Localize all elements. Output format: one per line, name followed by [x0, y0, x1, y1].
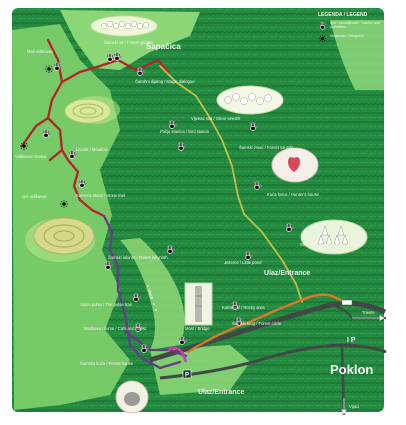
illustration-spiral-top — [64, 98, 112, 124]
label-meadow: Livada / Meadow — [76, 147, 108, 152]
svg-text:P: P — [185, 373, 189, 379]
label-forest-house: Šumska kuća / Forest house — [80, 361, 134, 366]
east-road — [329, 304, 386, 319]
trail-orange — [186, 293, 352, 354]
legend-text-viewpoint: Vidikovac / Viewpoint — [330, 34, 364, 38]
label-stone-trail: Kamena staza / Stone trail — [76, 193, 126, 198]
label-forest-circle: Šumski krug / Forest circle — [232, 321, 282, 326]
trail-yellow — [159, 65, 303, 303]
trail-red — [20, 38, 170, 218]
main-road — [149, 301, 387, 363]
illustration-circle-stones — [300, 219, 368, 255]
secondary-road — [159, 343, 387, 380]
direction-label-top: Trieste — [362, 310, 375, 315]
label-little-pond: Jezerce / Little pond — [224, 260, 262, 265]
label-cats-forest: Mačkova i šuma / Cats and forest — [84, 326, 147, 331]
label-pulse-trail: Staze pulsa / The pulse trail — [80, 302, 132, 307]
poklon-letters: I P — [347, 337, 356, 344]
handprint-icon — [319, 21, 326, 30]
illustration-spiral-bottom — [33, 217, 95, 255]
label-small-viewpoint: Mali vidikovac — [27, 49, 54, 54]
parking-sign-small: P — [182, 369, 192, 379]
label-heart-tree: Stablo srca / Heart tree — [300, 242, 344, 247]
label-sieve-wreath: Vijenac sita / Sieve wreath — [191, 116, 241, 121]
legend-row-games: Igre i zanimljivosti / Games and curiosi… — [318, 21, 380, 31]
direction-label-bottom: Vijaci — [349, 404, 359, 409]
meadow-area-east — [330, 20, 384, 90]
label-oci-viewpoint: Oci vidikovac — [22, 194, 47, 199]
map-legend: LEGENDA / LEGEND Igre i zanimljivosti / … — [318, 12, 380, 46]
meadow-area-center — [120, 238, 185, 350]
label-hunters-house: Kuća lovca / Hunter's house — [267, 192, 320, 197]
legend-title: LEGENDA / LEGEND — [318, 12, 368, 18]
label-bridge: Most / Bridge — [185, 326, 210, 331]
label-forest-sounds: Šumski zvuci / Forest sounds — [239, 145, 294, 150]
direction-arrows — [341, 315, 385, 415]
entrance-label-top: Ulaz/Entrance — [264, 270, 311, 277]
sun-icon — [318, 34, 327, 43]
label-bird-station: Ptičja stanica / Bird station — [160, 129, 210, 134]
meadow-area-south — [150, 345, 250, 395]
entrance-gate-top — [341, 299, 353, 306]
trail-purple — [102, 214, 188, 370]
legend-row-viewpoint: Vidikovac / Viewpoint — [318, 34, 380, 43]
illustration-heart — [271, 147, 319, 183]
illustration-stones — [216, 85, 284, 115]
illustration-rock — [115, 380, 149, 414]
trail-pink — [167, 346, 188, 363]
label-forest-garden: Šumski vrt / Forest garden — [104, 40, 154, 45]
illustration-sieves — [90, 15, 158, 37]
label-forest-labyrinth: Šumski labirint / Forest labyrinth — [108, 255, 168, 260]
trail-dots — [147, 285, 157, 311]
illustration-tower — [184, 282, 213, 326]
label-rocky-area: Kamenjar / Rocky area — [222, 305, 265, 310]
entrance-label-bottom: Ulaz/Entrance — [198, 389, 245, 396]
poklon-name: Poklon — [330, 362, 374, 377]
legend-text-games: Igre i zanimljivosti / Games and curiosi… — [330, 21, 380, 29]
label-gorica-viewpoint: Vidikovac Gorica — [15, 154, 47, 159]
place-name-label: Šapačica — [146, 42, 181, 51]
label-magic-dialogue: Čarobni dijalog / Magic dialogue — [135, 79, 195, 84]
